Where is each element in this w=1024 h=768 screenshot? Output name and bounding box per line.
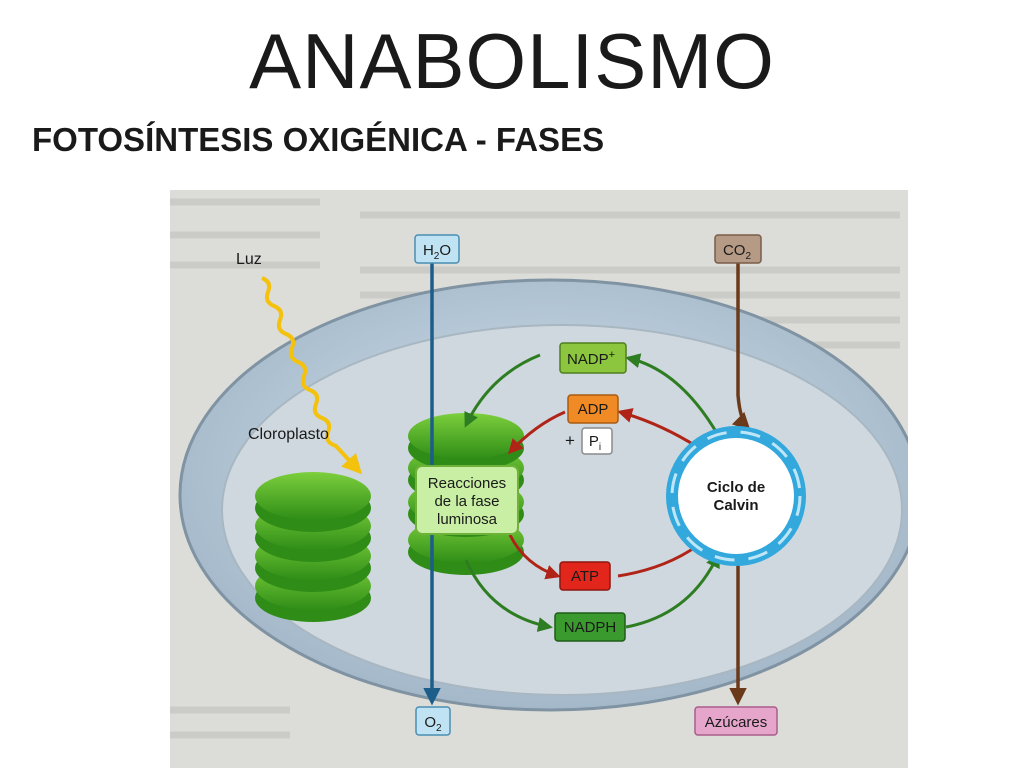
water-box (414, 234, 460, 264)
pi-label: Pi (589, 433, 601, 453)
plus-sign: + (565, 431, 575, 450)
atp-label: ATP (571, 568, 599, 585)
co2-flow-arrow (731, 262, 751, 431)
oxygen-label: O2 (424, 714, 442, 734)
calvin-cycle-line-1: Ciclo de (707, 479, 765, 496)
nadp-from-calvin-arrow (625, 353, 720, 436)
sugars-label: Azúcares (705, 714, 768, 731)
nadph-from-light-arrow (464, 559, 553, 632)
photosynthesis-figure: Reacciones de la fase luminosa Ciclo de … (170, 190, 908, 768)
nadph-to-calvin-arrow (625, 552, 720, 629)
pi-box (581, 427, 613, 455)
co2-box (714, 234, 762, 264)
water-label: H2O (423, 242, 451, 262)
slide-title: ANABOLISMO (249, 17, 775, 105)
co2-label: CO2 (723, 242, 752, 262)
granum-stack-left (255, 472, 371, 622)
light-wave (261, 276, 363, 475)
nadp-label: NADP+ (567, 349, 615, 368)
nadph-label: NADPH (564, 619, 617, 636)
adp-return-arrow (507, 410, 566, 455)
atp-from-light-arrow (508, 534, 561, 580)
oxygen-box (415, 706, 451, 736)
nadp-box (559, 342, 627, 374)
photosynthesis-diagram: Reacciones de la fase luminosa Ciclo de … (170, 198, 908, 739)
sugars-box (694, 706, 778, 736)
adp-box (567, 394, 619, 424)
slide-subtitle: FOTOSÍNTESIS OXIGÉNICA - FASES (32, 121, 605, 158)
chloroplast-label: Cloroplasto (248, 426, 329, 443)
light-reactions-line-3: luminosa (437, 511, 498, 528)
atp-box (559, 561, 611, 591)
light-reactions-line-1: Reacciones (428, 475, 506, 492)
light-reactions-line-2: de la fase (434, 493, 499, 510)
calvin-cycle-ring (666, 426, 806, 566)
nadp-return-arrow (464, 353, 541, 428)
light-label: Luz (236, 251, 262, 268)
adp-label: ADP (578, 401, 609, 418)
nadph-box (554, 612, 626, 642)
light-reactions-box (415, 465, 519, 535)
calvin-cycle-line-2: Calvin (713, 497, 758, 514)
